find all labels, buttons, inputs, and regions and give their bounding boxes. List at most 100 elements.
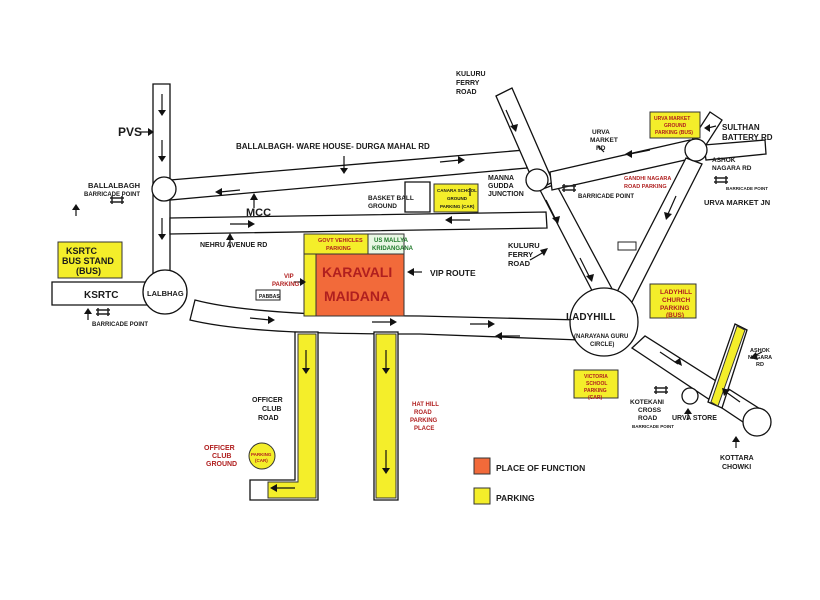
barricade-point-ksrtc: BARRICADE POINT — [92, 322, 148, 328]
us-mallya-label-2: KRIDANGANA — [372, 246, 414, 252]
basket-ball-label-1: BASKET BALL — [368, 195, 414, 202]
gandhi-label-2: ROAD PARKING — [624, 184, 667, 190]
urva-ground-label-1: URVA MARKET — [654, 116, 690, 122]
barricade-icons — [96, 176, 728, 394]
legend: PLACE OF FUNCTION PARKING — [496, 463, 585, 503]
kotekani-label-3: ROAD — [638, 415, 657, 422]
kuluru-ferry-mid-label-2: FERRY — [508, 250, 533, 259]
urva-ground-label-3: PARKING (BUS) — [655, 130, 693, 136]
parking-car-label-2: (CAR) — [255, 458, 268, 463]
officer-ground-label-2: CLUB — [212, 453, 231, 460]
nehru-avenue-road — [169, 211, 548, 235]
basket-ball-road — [404, 181, 431, 213]
karavali-maidana-venue — [315, 253, 405, 317]
parking-car-label-1: PARKING — [251, 452, 272, 457]
us-mallya-label-1: US MALLYA — [374, 238, 409, 244]
basket-ball-label-2: GROUND — [368, 203, 397, 210]
kotekani-label-2: CROSS — [638, 407, 662, 414]
gandhi-label-1: GANDHI NAGARA — [624, 176, 671, 182]
ashok-rd-right-label-2: NAGARA — [748, 355, 772, 361]
kottara-label-2: CHOWKI — [722, 464, 751, 471]
officer-ground-label-1: OFFICER — [204, 445, 235, 452]
pvs-label: PVS — [118, 125, 142, 139]
ksrtc-bus-label-3: (BUS) — [76, 266, 101, 276]
barricade-icon — [110, 196, 124, 204]
canara-label-1: CANARA SCHOOL — [437, 188, 477, 193]
narayana-label-2: CIRCLE) — [590, 342, 614, 348]
ashok-rd-top-label-1: ASHOK — [712, 157, 736, 164]
ladyhill-church-parking — [649, 283, 697, 319]
mcc-label: MCC — [246, 207, 271, 219]
barricade-icon — [562, 184, 576, 192]
barricade-point-manna: BARRICADE POINT — [578, 194, 634, 200]
ballalbagh-road-label: BALLALBAGH- WARE HOUSE- DURGA MAHAL RD — [236, 142, 430, 151]
us-mallya-kridangana — [367, 233, 405, 255]
ksrtc-bus-label-2: BUS STAND — [62, 256, 114, 266]
manna-label-1: MANNA — [488, 175, 514, 182]
kuluru-ferry-top-label-1: KULURU — [456, 71, 486, 78]
ladyhill-church-label-3: PARKING — [660, 305, 690, 312]
small-building-marker — [617, 241, 637, 251]
junctions — [142, 138, 772, 437]
barricade-icon — [714, 176, 728, 184]
barricade-point-kotekani: BARRICADE POINT — [632, 424, 674, 429]
legend-function-label: PLACE OF FUNCTION — [496, 463, 585, 473]
urva-market-rd-label-1: URVA — [592, 129, 610, 136]
parking-areas — [57, 111, 746, 499]
ballalbagh-label-1: BALLALBAGH — [88, 181, 140, 190]
narayana-label-1: (NARAYANA GURU — [574, 334, 628, 340]
ladyhill-church-label-2: CHURCH — [662, 297, 690, 304]
urva-ground-label-2: GROUND — [664, 123, 687, 129]
sulthan-label-1: SULTHAN — [722, 123, 760, 132]
kuluru-ferry-top-label-2: FERRY — [456, 80, 480, 87]
barricade-icon — [96, 308, 110, 316]
govt-vehicles-label-1: GOVT VEHICLES — [318, 238, 363, 244]
vip-parking-area — [303, 253, 317, 317]
urva-store-label: URVA STORE — [672, 415, 717, 422]
hat-hill-label-2: ROAD — [414, 410, 432, 416]
manna-label-3: JUNCTION — [488, 191, 524, 198]
manna-gudda-circle — [525, 168, 549, 192]
urva-market-circle — [684, 138, 708, 162]
legend-function-swatch — [473, 457, 491, 475]
hat-hill-label-1: HAT HILL — [412, 402, 439, 408]
officer-club-rd-label-1: OFFICER — [252, 397, 283, 404]
ashok-rd-top-label-2: NAGARA RD — [712, 165, 752, 172]
ksrtc-bus-label-1: KSRTC — [66, 246, 97, 256]
map-labels: PVS BALLALBAGH- WARE HOUSE- DURGA MAHAL … — [62, 71, 773, 471]
barricade-point-urva: BARRICADE POINT — [726, 186, 768, 191]
manna-to-urva-road — [549, 139, 695, 191]
hat-hill-label-4: PLACE — [414, 426, 434, 432]
officer-ground-label-3: GROUND — [206, 461, 237, 468]
kuluru-ferry-mid-label-1: KULURU — [508, 241, 540, 250]
vip-route-label: VIP ROUTE — [430, 268, 476, 278]
ksrtc-bus-stand — [57, 241, 123, 279]
legend-parking-label: PARKING — [496, 493, 535, 503]
kuluru-ferry-top-label-3: ROAD — [456, 89, 477, 96]
urva-jn-label: URVA MARKET JN — [704, 198, 770, 207]
victoria-label-4: (CAR) — [588, 395, 602, 401]
lalbhag-circle — [142, 269, 188, 315]
urva-market-rd-label-2: MARKET — [590, 137, 618, 144]
ballalbagh-label-2: BARRICADE POINT — [84, 192, 140, 198]
vip-parking-label-2: PARKING — [272, 282, 300, 288]
legend-parking-swatch — [473, 487, 491, 505]
kotekani-label-1: KOTEKANI — [630, 399, 664, 406]
officer-club-parking — [267, 333, 317, 499]
ladyhill-church-label-1: LADYHILL — [660, 289, 692, 296]
manna-label-2: GUDDA — [488, 183, 514, 190]
direction-arrows — [72, 94, 763, 492]
ashok-nagar-parking — [710, 325, 746, 407]
victoria-label-1: VICTORIA — [584, 374, 608, 380]
canara-label-3: PARKING (CAR) — [440, 204, 475, 209]
kottara-circle — [742, 407, 772, 437]
officer-club-rd-label-2: CLUB — [262, 406, 281, 413]
pabbas-marker — [255, 289, 281, 301]
kuluru-ferry-mid-label-3: ROAD — [508, 259, 531, 268]
ladyhill-label: LADYHILL — [566, 312, 615, 323]
canara-label-2: GROUND — [447, 196, 468, 201]
ballalbagh-circle — [151, 176, 177, 202]
kottara-label-1: KOTTARA — [720, 455, 754, 462]
karavali-label-2: MAIDANA — [324, 288, 390, 304]
officer-club-rd-label-3: ROAD — [258, 415, 279, 422]
